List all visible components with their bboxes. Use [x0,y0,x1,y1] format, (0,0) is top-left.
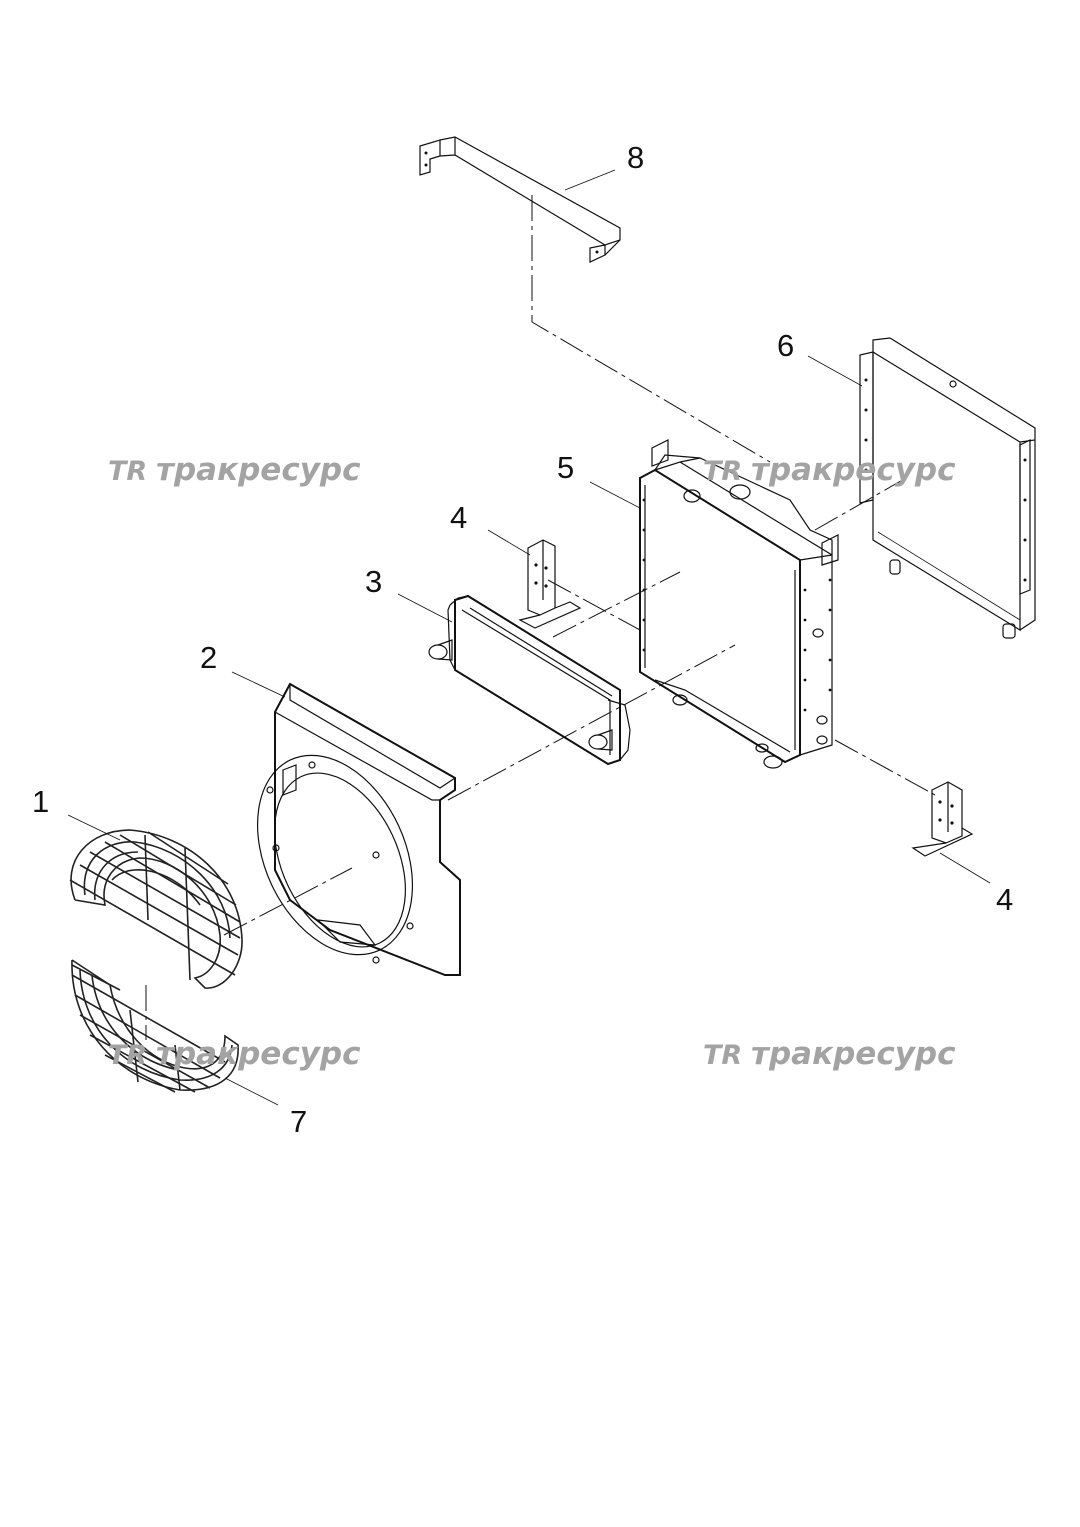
watermark-top-left: TR тракресурс [108,452,361,488]
watermark-top-right: TR тракресурс [703,452,956,488]
callout-8: 8 [627,140,644,175]
watermark-text: тракресурс [156,452,361,488]
part-6-side-panel[interactable] [859,337,1036,639]
watermark-logo: TR [108,456,147,487]
callout-4-lower: 4 [996,882,1013,917]
callout-3: 3 [365,564,382,599]
part-2-fan-shroud[interactable] [227,682,461,980]
callout-2: 2 [200,640,217,675]
callout-labels: 8 6 5 4 3 2 1 4 7 [32,140,1013,1139]
watermark-bottom-right: TR тракресурс [703,1036,956,1072]
part-4-mounting-bracket-lower[interactable] [911,781,974,857]
part-5-radiator[interactable] [639,439,839,769]
leader-lines [67,169,991,1106]
watermark-text: тракресурс [156,1036,361,1072]
watermark-logo: TR [703,1040,742,1071]
callout-7: 7 [290,1104,307,1139]
watermark-text: тракресурс [751,1036,956,1072]
watermark-logo: TR [108,1040,147,1071]
watermark-text: тракресурс [751,452,956,488]
callout-1: 1 [32,784,49,819]
callout-5: 5 [557,450,574,485]
watermark-logo: TR [703,456,742,487]
assembly-axes [145,195,936,1040]
part-3-charge-air-cooler[interactable] [428,594,631,766]
part-1-fan-guard-upper[interactable] [69,829,243,989]
callout-6: 6 [777,328,794,363]
part-4-mounting-bracket-upper[interactable] [518,539,582,629]
watermark-bottom-left: TR тракресурс [108,1036,361,1072]
part-8-support-bracket[interactable] [419,136,621,263]
callout-4-upper: 4 [450,500,467,535]
radiator-rivets [642,498,832,712]
part-7-fan-guard-lower[interactable] [71,959,239,1093]
